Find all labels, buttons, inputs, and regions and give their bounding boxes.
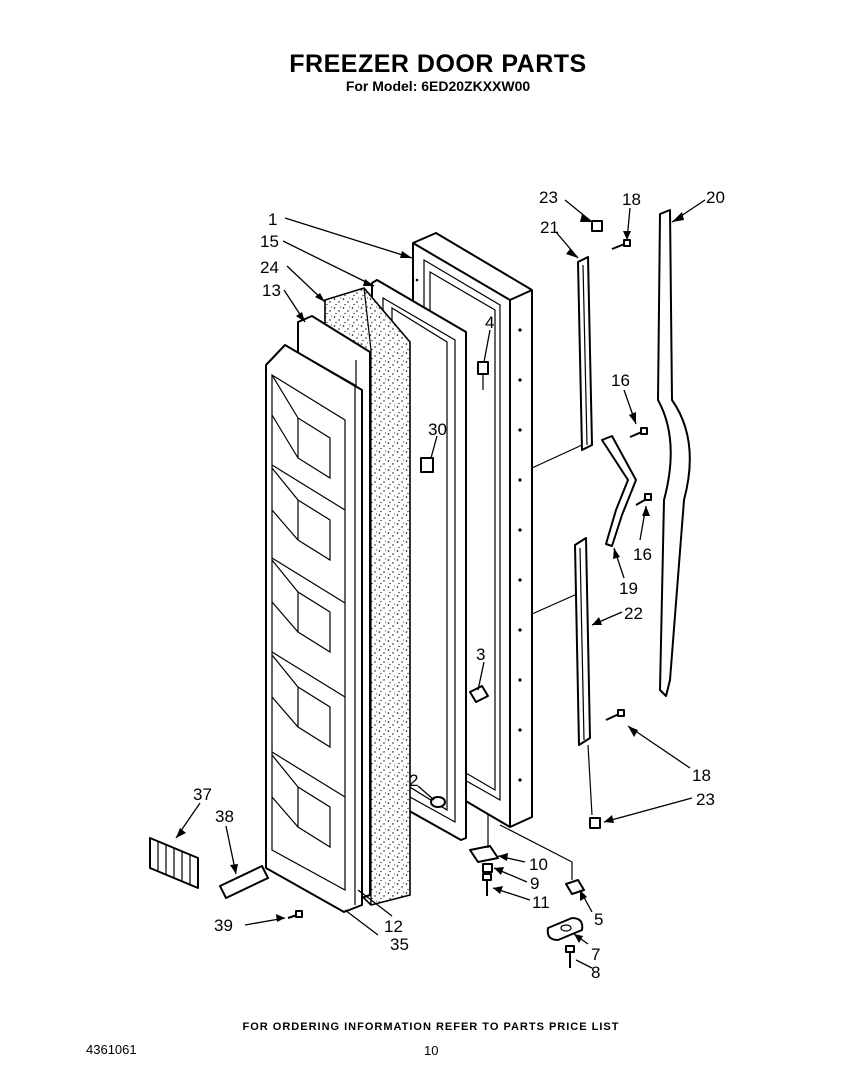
callout-4: 4 [485,313,494,332]
callout-3: 3 [476,645,485,664]
screw-11 [482,873,492,896]
bushing-5 [565,879,585,895]
handle-bar-21 [577,256,593,451]
handle-trim-20 [657,209,691,697]
callout-5: 5 [594,910,603,929]
callout-12: 12 [384,917,403,936]
callout-37: 37 [193,785,212,804]
handle-bar-22 [574,537,591,746]
handle-bracket-19 [601,435,637,547]
ordering-note: FOR ORDERING INFORMATION REFER TO PARTS … [242,1021,620,1033]
model-subtitle: For Model: 6ED20ZKXXW00 [345,78,531,94]
callout-30: 30 [428,420,447,439]
callout-21: 21 [540,218,559,237]
screw-16-top [629,427,648,438]
leader-lines [175,199,706,969]
hinge-plate-10 [469,845,499,863]
plug-4 [477,361,489,390]
callout-16-top: 16 [611,371,630,390]
callout-1: 1 [268,210,277,229]
callout-11: 11 [532,893,550,912]
spacer-9 [482,863,493,873]
screw-18-top [611,239,631,250]
screw-18-bottom [605,709,625,721]
screw-16-bottom [635,493,652,506]
hinge-bracket-7 [546,917,584,941]
page-title: FREEZER DOOR PARTS [289,50,587,78]
bracket-30 [420,457,434,473]
callout-13: 13 [262,281,281,300]
callout-9: 9 [530,874,539,893]
callout-20: 20 [706,188,725,207]
cover-38 [219,865,269,899]
callout-15: 15 [260,232,279,251]
inner-door-liner [265,344,363,913]
screw-39 [287,910,303,919]
cap-23-bottom [589,817,601,829]
cap-23-top [591,220,603,232]
callout-18-top: 18 [622,190,641,209]
screw-8 [565,945,575,968]
callout-2: 2 [409,771,418,790]
callout-39: 39 [214,916,233,935]
callout-35: 35 [390,935,409,954]
grommet-2 [430,796,446,808]
callout-24: 24 [260,258,279,277]
callout-10: 10 [529,855,548,874]
callout-18-bottom: 18 [692,766,711,785]
callout-23-top: 23 [539,188,558,207]
callout-8: 8 [591,963,600,982]
callout-16-bottom: 16 [633,545,652,564]
callout-7: 7 [591,945,600,964]
document-number: 4361061 [86,1042,137,1057]
callout-38: 38 [215,807,234,826]
grille-37 [149,837,199,889]
page-number: 10 [424,1043,439,1058]
callout-23-bottom: 23 [696,790,715,809]
callout-labels: 1 15 24 13 4 30 3 2 23 18 20 21 16 16 19… [193,188,725,982]
callout-19: 19 [619,579,638,598]
callout-22: 22 [624,604,643,623]
